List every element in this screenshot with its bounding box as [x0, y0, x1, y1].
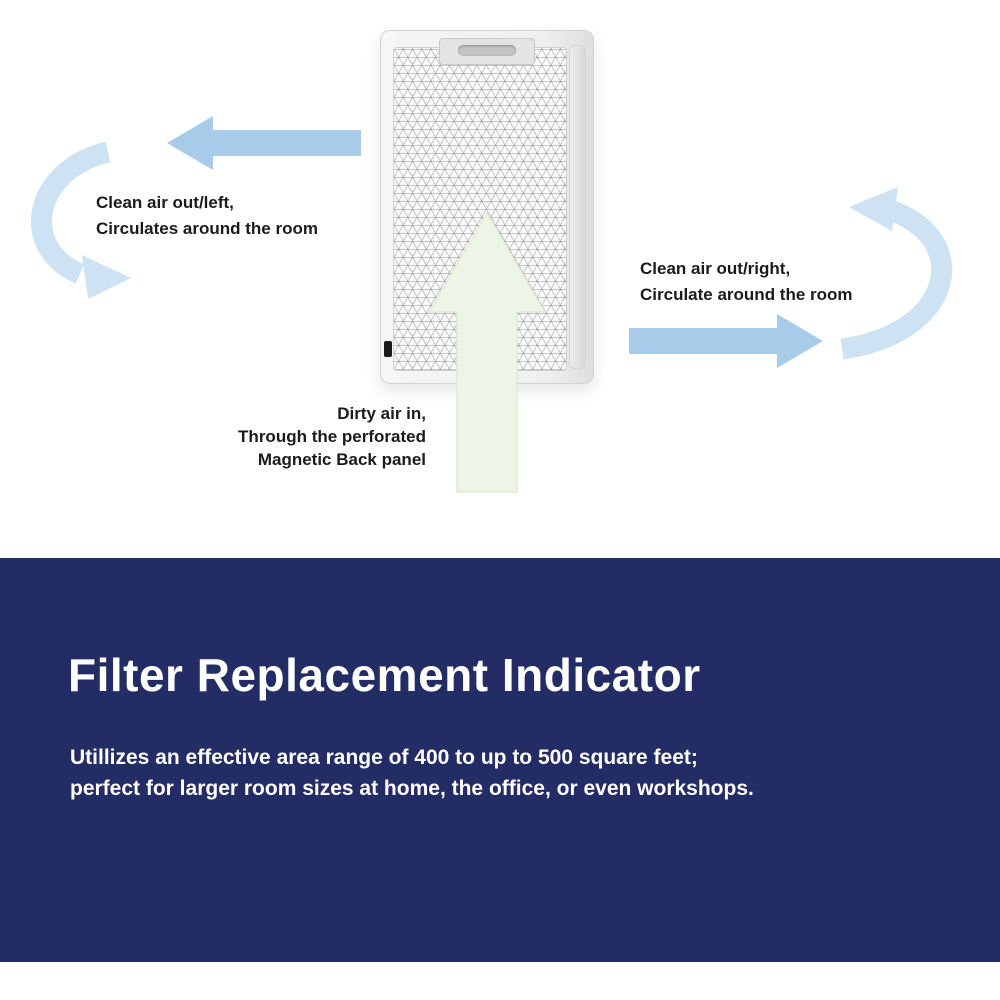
- power-switch: [384, 341, 392, 357]
- dirty-air-line1: Dirty air in,: [337, 404, 426, 423]
- left-arrow: [167, 116, 361, 170]
- perforated-mesh-panel: [393, 47, 567, 371]
- info-panel-title: Filter Replacement Indicator: [68, 649, 701, 701]
- clean-air-left-label: Clean air out/left, Circulates around th…: [96, 190, 318, 242]
- right-curved-arrowhead: [849, 187, 898, 231]
- dirty-air-label: Dirty air in, Through the perforated Mag…: [180, 402, 426, 471]
- carry-handle: [439, 38, 535, 65]
- clean-air-right-line1: Clean air out/right,: [640, 259, 791, 278]
- dirty-air-line3: Magnetic Back panel: [257, 450, 426, 469]
- left-curved-arrowhead: [82, 255, 131, 299]
- clean-air-left-line2: Circulates around the room: [96, 219, 318, 238]
- info-panel-description: Utillizes an effective area range of 400…: [70, 746, 754, 800]
- bottom-margin: [0, 962, 1000, 1000]
- dirty-air-line2: Through the perforated: [238, 427, 426, 446]
- right-arrow: [629, 314, 823, 368]
- clean-air-right-line2: Circulate around the room: [640, 285, 853, 304]
- clean-air-right-label: Clean air out/right, Circulate around th…: [640, 256, 853, 308]
- handle-slot: [458, 45, 516, 56]
- air-purifier-back-panel: [380, 30, 594, 384]
- device-side-edge: [569, 45, 586, 369]
- clean-air-left-line1: Clean air out/left,: [96, 193, 234, 212]
- right-curved-arrow: [840, 201, 953, 360]
- info-panel: Filter Replacement Indicator Utillizes a…: [0, 558, 1000, 962]
